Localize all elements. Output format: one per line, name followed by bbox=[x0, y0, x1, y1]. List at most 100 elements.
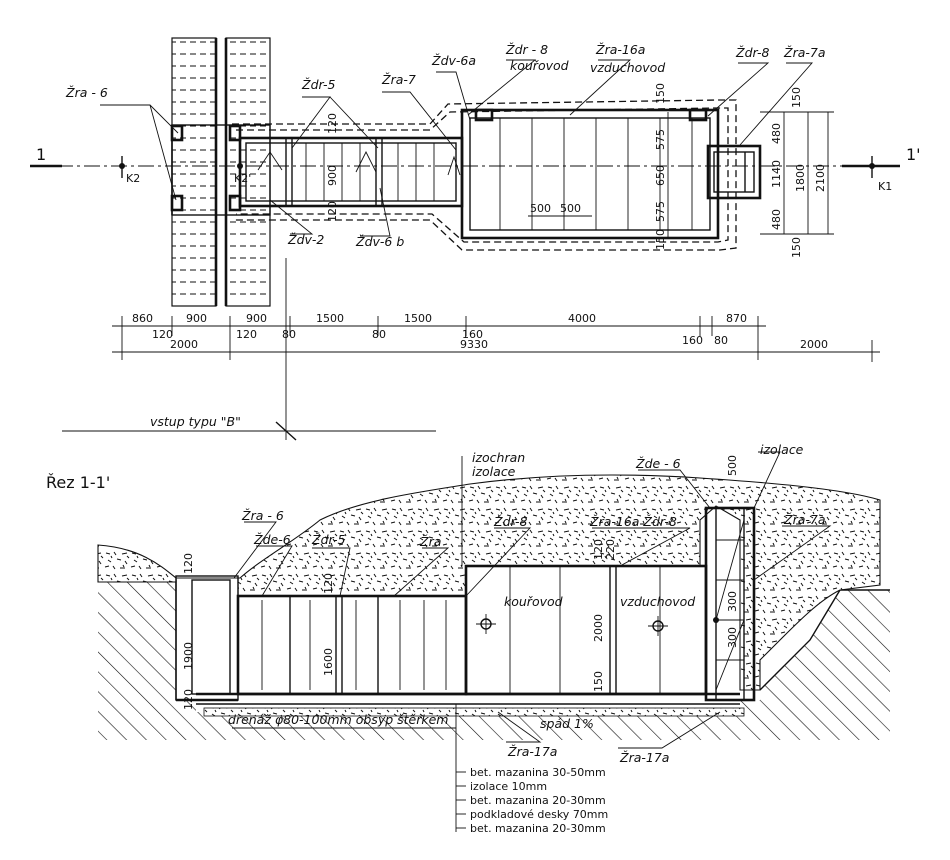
dim-row1-labels: 860 900 900 1500 1500 4000 870 120 120 8… bbox=[132, 312, 747, 347]
plan-left-wall-outer bbox=[171, 37, 217, 307]
point-k2-prime: K2' bbox=[234, 172, 251, 185]
section-marker-left: 1 bbox=[36, 145, 46, 164]
floor-layer-1: bet. mazanina 30-50mm bbox=[470, 766, 606, 779]
svg-text:900: 900 bbox=[326, 165, 339, 186]
soil-backfill bbox=[97, 474, 881, 691]
label-zra6-plan: Žra - 6 bbox=[65, 85, 108, 100]
plan-right-dims: 150 480 1140 480 150 1800 2100 bbox=[770, 87, 827, 258]
plan-main-room bbox=[460, 108, 720, 240]
svg-text:9330: 9330 bbox=[460, 338, 488, 351]
svg-text:120: 120 bbox=[326, 201, 339, 222]
svg-text:1500: 1500 bbox=[316, 312, 344, 325]
label-zra16a-plan: Žra-16a bbox=[595, 42, 645, 57]
label-zdr8-right-plan: Ždr-8 bbox=[735, 45, 769, 60]
label-kourovod-section: kouřovod bbox=[504, 594, 563, 609]
plan-left-wall-inner bbox=[225, 37, 271, 307]
plan-view: 1 1' K2 K2' K1 Žra - 6 Ždr-5 Žra-7 Ždv-6… bbox=[30, 37, 921, 440]
svg-text:120: 120 bbox=[182, 689, 195, 710]
svg-text:500: 500 bbox=[726, 455, 739, 476]
svg-text:870: 870 bbox=[726, 312, 747, 325]
svg-text:1500: 1500 bbox=[404, 312, 432, 325]
section-main-room bbox=[464, 564, 708, 696]
svg-text:220: 220 bbox=[604, 539, 617, 560]
label-zra16a-zdr8: Žra-16a Ždr-8 bbox=[589, 514, 677, 529]
ground-hatch bbox=[98, 580, 890, 740]
svg-text:80: 80 bbox=[282, 328, 296, 341]
label-zra-section: Žra bbox=[419, 534, 441, 549]
svg-text:80: 80 bbox=[714, 334, 728, 347]
svg-text:2100: 2100 bbox=[814, 164, 827, 192]
label-izolace-right: izolace bbox=[760, 442, 804, 457]
plan-corridor bbox=[238, 136, 464, 208]
svg-text:1800: 1800 bbox=[794, 164, 807, 192]
svg-text:4000: 4000 bbox=[568, 312, 596, 325]
label-vzduchovod-plan: vzduchovod bbox=[590, 60, 665, 75]
label-zdr5-plan: Ždr-5 bbox=[301, 77, 335, 92]
svg-text:150: 150 bbox=[654, 83, 667, 104]
section-exit-shaft bbox=[704, 506, 756, 702]
svg-text:120: 120 bbox=[326, 113, 339, 134]
svg-text:120: 120 bbox=[322, 573, 335, 594]
label-izochran: izochran bbox=[472, 450, 525, 465]
svg-text:150: 150 bbox=[654, 229, 667, 250]
svg-text:480: 480 bbox=[770, 123, 783, 144]
label-drenaz: drenáž φ80-100mm obsyp štěrkem bbox=[228, 712, 448, 727]
svg-text:900: 900 bbox=[246, 312, 267, 325]
svg-text:480: 480 bbox=[770, 209, 783, 230]
section-corridor bbox=[236, 594, 468, 696]
section-title: Řez 1-1' bbox=[46, 473, 110, 492]
floor-layer-5: bet. mazanina 20-30mm bbox=[470, 822, 606, 835]
svg-text:120: 120 bbox=[182, 553, 195, 574]
label-zra6-section: Žra - 6 bbox=[241, 508, 284, 523]
label-spad: spád 1% bbox=[540, 716, 594, 731]
label-zra17a-right: Žra-17a bbox=[619, 750, 669, 765]
svg-text:860: 860 bbox=[132, 312, 153, 325]
svg-text:150: 150 bbox=[790, 237, 803, 258]
section-marker-right: 1' bbox=[906, 145, 921, 164]
floor-layer-3: bet. mazanina 20-30mm bbox=[470, 794, 606, 807]
svg-text:2000: 2000 bbox=[800, 338, 828, 351]
svg-text:650: 650 bbox=[654, 165, 667, 186]
svg-text:2000: 2000 bbox=[592, 614, 605, 642]
svg-text:500: 500 bbox=[530, 202, 551, 215]
svg-text:80: 80 bbox=[372, 328, 386, 341]
svg-text:160: 160 bbox=[682, 334, 703, 347]
label-zdr5-section: Ždr-5 bbox=[311, 532, 345, 547]
point-k2: K2 bbox=[126, 172, 140, 185]
svg-text:120: 120 bbox=[152, 328, 173, 341]
section-view: Řez 1-1' bbox=[46, 442, 890, 835]
svg-text:1140: 1140 bbox=[770, 160, 783, 188]
svg-text:300: 300 bbox=[726, 591, 739, 612]
label-vzduchovod-section: vzduchovod bbox=[620, 594, 695, 609]
svg-text:120: 120 bbox=[592, 539, 605, 560]
label-zdv6a-plan: Ždv-6a bbox=[431, 53, 476, 68]
label-zdr8-left-plan: Ždr - 8 bbox=[505, 42, 548, 57]
svg-text:900: 900 bbox=[186, 312, 207, 325]
label-zra7a-plan: Žra-7a bbox=[783, 45, 826, 60]
label-zra7a-section: Žra-7a bbox=[783, 512, 826, 527]
label-zdv6b-plan: Ždv-6 b bbox=[355, 234, 404, 249]
label-zde6-left: Žde-6 bbox=[253, 532, 291, 547]
label-zde6-right: Žde - 6 bbox=[635, 456, 681, 471]
dim-row2-labels: 2000 9330 2000 bbox=[170, 338, 828, 351]
svg-text:575: 575 bbox=[654, 201, 667, 222]
svg-text:575: 575 bbox=[654, 129, 667, 150]
label-zdv2-plan: Ždv-2 bbox=[287, 232, 324, 247]
floor-layers-legend: bet. mazanina 30-50mm izolace 10mm bet. … bbox=[456, 766, 608, 835]
floor-layer-2: izolace 10mm bbox=[470, 780, 547, 793]
label-zra17a-left: Žra-17a bbox=[507, 744, 557, 759]
svg-text:2000: 2000 bbox=[170, 338, 198, 351]
svg-text:120: 120 bbox=[236, 328, 257, 341]
section-dims: 120 1900 120 120 1600 120 2000 150 220 5… bbox=[182, 455, 739, 710]
label-zdr8-section: Ždr-8 bbox=[493, 514, 527, 529]
plan-inner-dims: 120 900 120 500 500 150 575 650 575 150 bbox=[326, 83, 667, 250]
svg-text:160: 160 bbox=[462, 328, 483, 341]
svg-text:300: 300 bbox=[726, 627, 739, 648]
label-zra7-plan: Žra-7 bbox=[381, 72, 416, 87]
label-kourovod-plan: kouřovod bbox=[510, 58, 569, 73]
svg-text:150: 150 bbox=[592, 671, 605, 692]
svg-text:150: 150 bbox=[790, 87, 803, 108]
svg-text:1600: 1600 bbox=[322, 648, 335, 676]
plan-exit-shaft bbox=[706, 144, 762, 200]
